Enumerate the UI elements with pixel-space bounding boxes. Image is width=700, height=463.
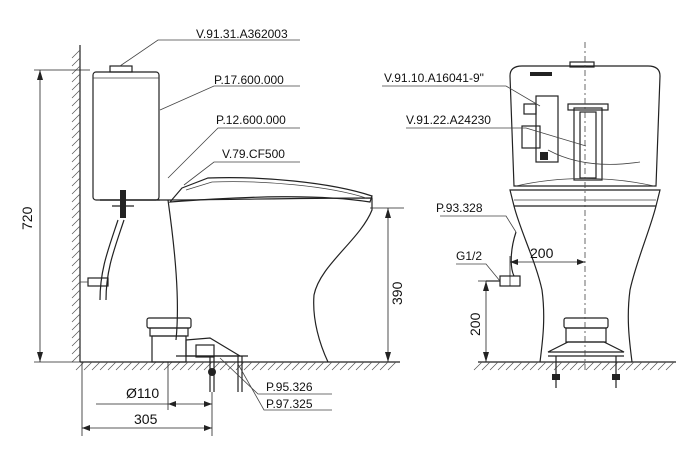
floor-right <box>473 361 676 371</box>
label-flush-valve: V.91.22.A24230 <box>406 113 491 127</box>
label-supply-valve: P.93.328 <box>436 201 483 215</box>
label-seat: V.79.CF500 <box>222 147 285 161</box>
label-tank-valve: V.91.31.A362003 <box>196 27 288 41</box>
supply-valve-front <box>486 231 521 287</box>
cistern-front <box>509 61 661 187</box>
label-thread: G1/2 <box>456 249 482 263</box>
dim-seat-height-value: 390 <box>389 281 405 305</box>
leader-lines-left <box>119 39 332 411</box>
label-bowl: P.12.600.000 <box>216 113 286 127</box>
label-anchor-b: P.97.325 <box>266 397 313 411</box>
label-fill-valve: V.91.10.A16041-9" <box>384 71 484 85</box>
dim-supply-height-value: 200 <box>467 312 483 336</box>
cistern-side <box>92 65 160 218</box>
wall <box>71 45 81 363</box>
label-tank-body: P.17.600.000 <box>214 73 284 87</box>
dim-rough-in-value: 305 <box>134 411 158 427</box>
dim-rough-in <box>81 362 213 436</box>
label-anchor-a: P.95.326 <box>266 380 313 394</box>
dim-supply-offset <box>509 256 585 286</box>
floor-left <box>75 361 400 371</box>
dim-outlet-value: Ø110 <box>126 385 159 401</box>
outlet-flange <box>146 317 248 392</box>
dim-seat-height <box>370 207 404 362</box>
leader-thread <box>456 263 501 282</box>
leader-lines-right <box>382 85 587 233</box>
dim-total-height-value: 720 <box>19 206 35 230</box>
dim-supply-height <box>478 280 500 362</box>
bowl-side <box>100 177 373 363</box>
supply-hose-side <box>80 219 125 301</box>
dim-supply-offset-value: 200 <box>530 245 554 261</box>
dim-outlet <box>96 362 213 410</box>
dim-total-height <box>34 69 90 363</box>
bowl-front <box>509 189 661 388</box>
